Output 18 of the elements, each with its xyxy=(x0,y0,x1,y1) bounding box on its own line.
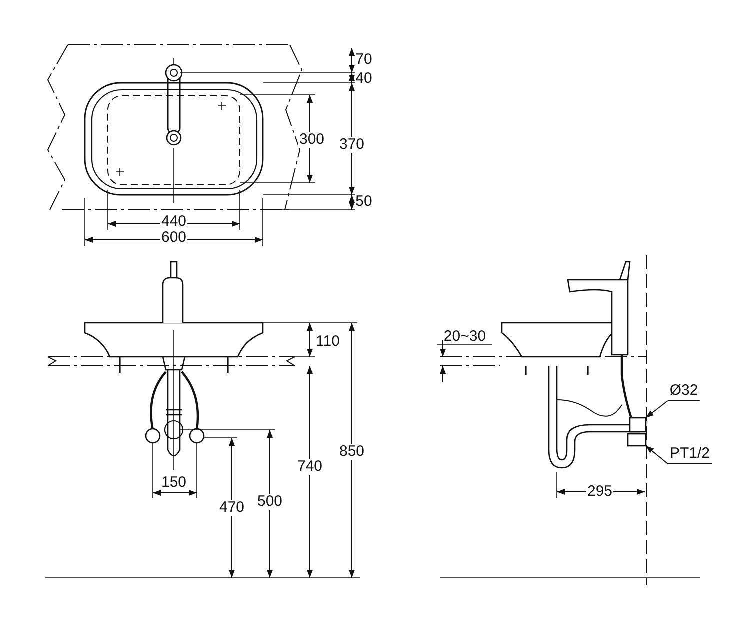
dimension-label: 740 xyxy=(296,459,324,475)
dimension-label: 850 xyxy=(338,444,366,460)
pipe-fitting xyxy=(629,417,647,433)
leader-line xyxy=(646,400,668,418)
dimension-label: 150 xyxy=(161,475,187,491)
dimension-label: 20~30 xyxy=(444,329,486,345)
valve-body xyxy=(627,433,647,447)
dimension-label: 500 xyxy=(256,494,284,510)
dimension-label: 470 xyxy=(218,500,246,516)
dimension-label: 40 xyxy=(356,71,372,87)
dimension-label: 110 xyxy=(316,334,340,350)
callout-label: Ø32 xyxy=(668,383,700,401)
dimension-label: 50 xyxy=(356,194,372,210)
dimension-label: 300 xyxy=(298,132,326,148)
callout-label: PT1/2 xyxy=(668,446,712,464)
leader-line xyxy=(646,446,668,464)
dimension-label: 70 xyxy=(356,52,372,68)
dimension-label: 370 xyxy=(338,137,366,153)
